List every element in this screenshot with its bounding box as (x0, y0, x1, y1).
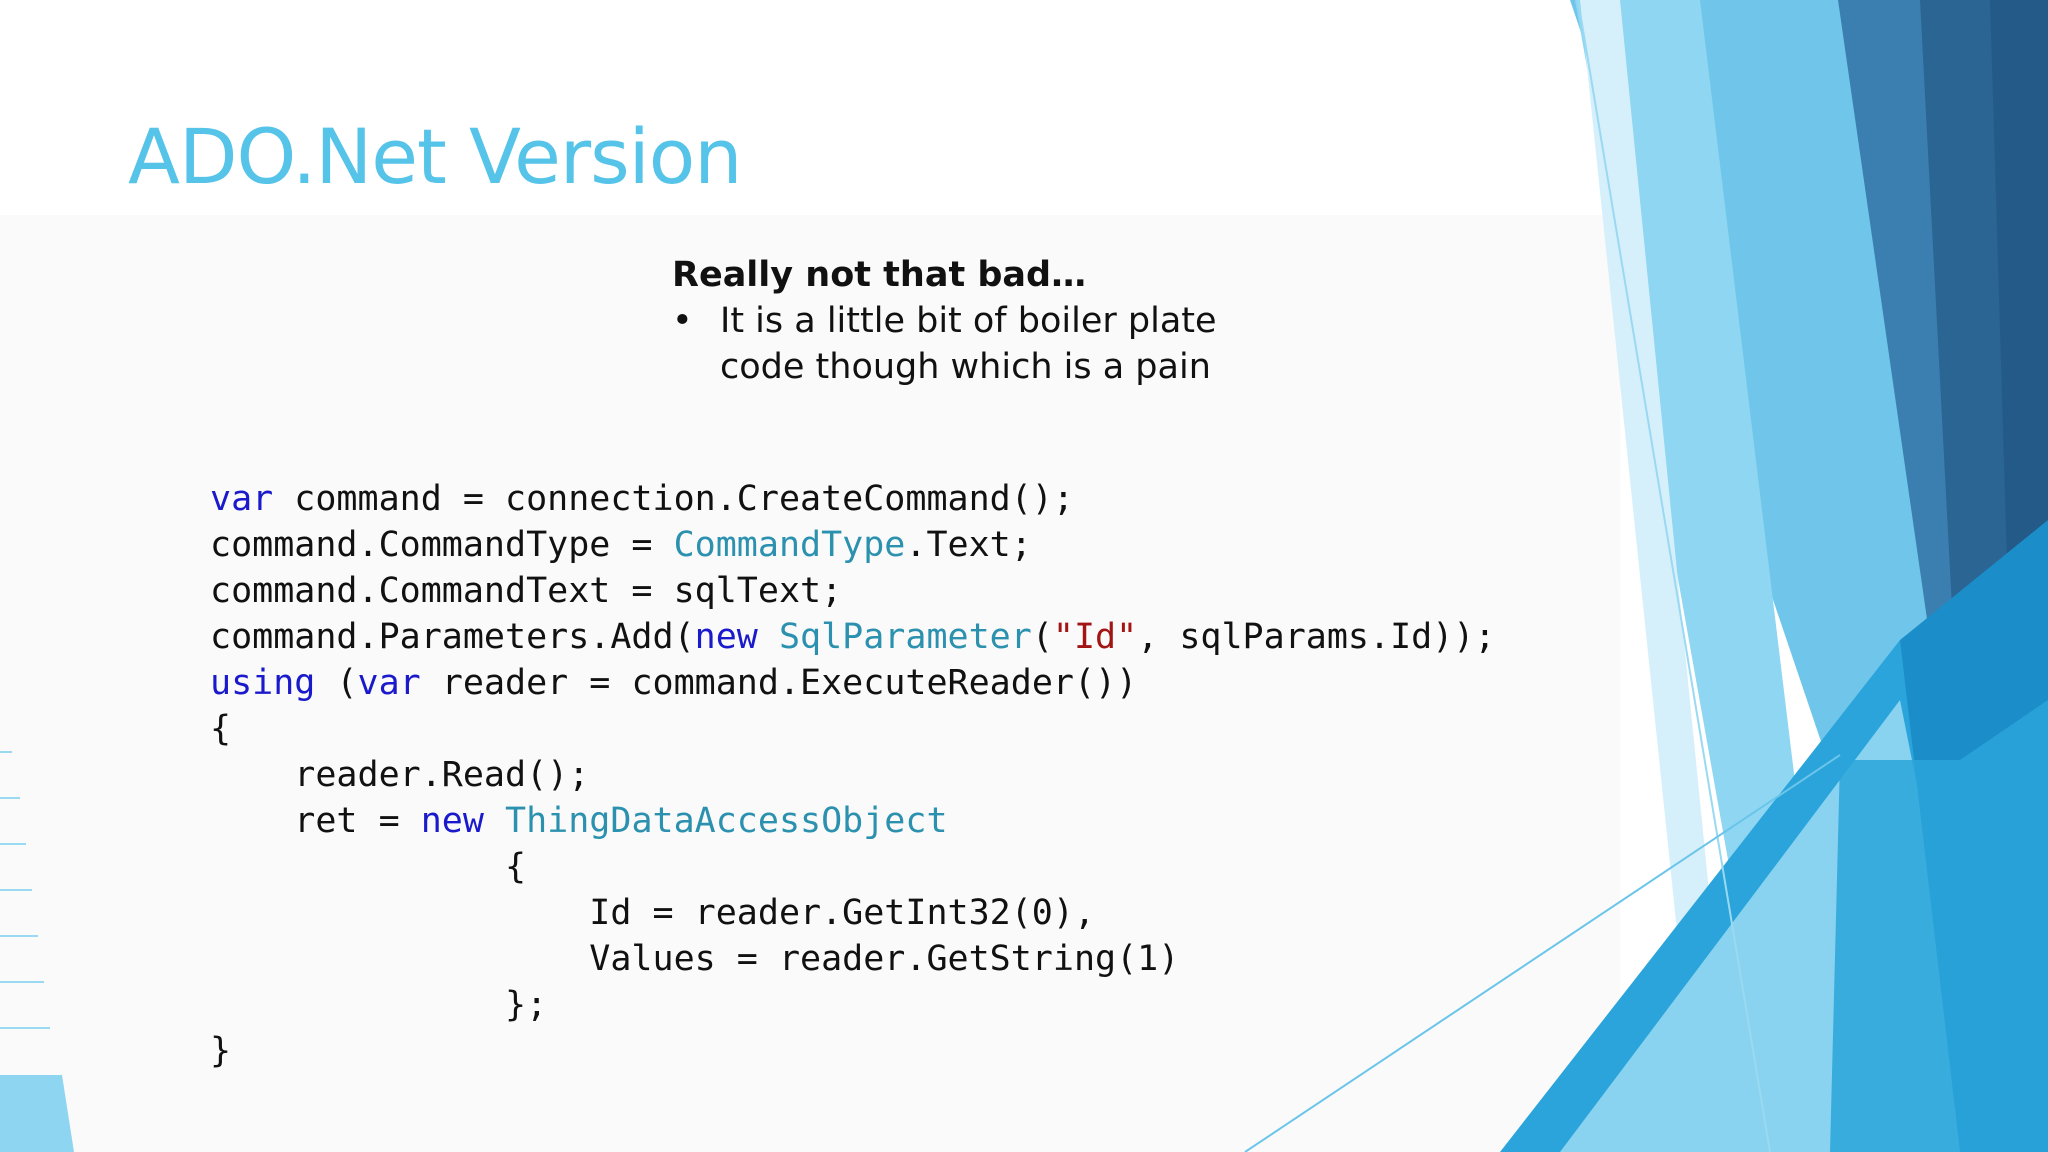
code-token: command.CommandType = (210, 525, 674, 565)
code-line: { (210, 706, 1495, 752)
corner-facet (0, 1075, 74, 1152)
code-token (484, 801, 505, 841)
code-token: reader.Read(); (210, 755, 590, 795)
facet-darker (1990, 0, 2048, 660)
code-token: "Id" (1052, 617, 1138, 657)
code-line: reader.Read(); (210, 752, 1495, 798)
code-token: new (420, 801, 484, 841)
code-token: Id = reader.GetInt32(0), (210, 893, 1096, 933)
code-token: CommandType (673, 525, 906, 565)
facet-blue-overlay (1830, 700, 2048, 1152)
code-token: ( (1031, 617, 1053, 657)
left-edge-ticks (0, 751, 50, 1029)
code-line: var command = connection.CreateCommand()… (210, 476, 1495, 522)
code-token: Values = reader.GetString(1) (210, 939, 1180, 979)
code-token: var (210, 479, 274, 519)
code-token (758, 617, 779, 657)
code-line: }; (210, 982, 1495, 1028)
code-line: command.CommandText = sqlText; (210, 568, 1495, 614)
code-line: { (210, 844, 1495, 890)
slide-title: ADO.Net Version (128, 112, 742, 201)
background-panel (0, 215, 1620, 1152)
code-token: command.CommandText = sqlText; (210, 571, 843, 611)
code-token: ThingDataAccessObject (505, 801, 948, 841)
code-token: }; (210, 985, 548, 1025)
code-token: reader = command.ExecuteReader()) (420, 663, 1138, 703)
code-line: command.Parameters.Add(new SqlParameter(… (210, 614, 1495, 660)
code-line: } (210, 1028, 1495, 1074)
code-token: command.Parameters.Add( (210, 617, 695, 657)
code-line: Values = reader.GetString(1) (210, 936, 1495, 982)
accent-line-diagonal (1244, 754, 1841, 1152)
code-token: ( (315, 663, 358, 703)
bullet-dot-icon: • (672, 301, 693, 341)
bullet-line: It is a little bit of boiler plate (720, 301, 1217, 341)
code-token: using (210, 663, 316, 703)
bullet-line: code though which is a pain (720, 347, 1211, 387)
facet-white (1580, 0, 1735, 1152)
note-bullet: • It is a little bit of boiler plate cod… (672, 298, 1217, 390)
code-token: } (210, 1031, 232, 1071)
code-token: var (357, 663, 421, 703)
code-line: Id = reader.GetInt32(0), (210, 890, 1495, 936)
code-token: { (210, 709, 232, 749)
code-line: command.CommandType = CommandType.Text; (210, 522, 1495, 568)
code-token: { (210, 847, 527, 887)
accent-line-vertical (1577, 0, 1771, 1152)
note-heading: Really not that bad… (672, 255, 1087, 295)
code-token: SqlParameter (778, 617, 1032, 657)
code-token: , sqlParams.Id)); (1137, 617, 1496, 657)
code-token: command = connection.CreateCommand(); (273, 479, 1074, 519)
code-line: using (var reader = command.ExecuteReade… (210, 660, 1495, 706)
note-box: Really not that bad… • It is a little bi… (672, 252, 1217, 390)
code-token: ret = (210, 801, 421, 841)
code-line: ret = new ThingDataAccessObject (210, 798, 1495, 844)
code-block: var command = connection.CreateCommand()… (210, 476, 1495, 1074)
code-token: .Text; (905, 525, 1032, 565)
code-token: new (694, 617, 758, 657)
